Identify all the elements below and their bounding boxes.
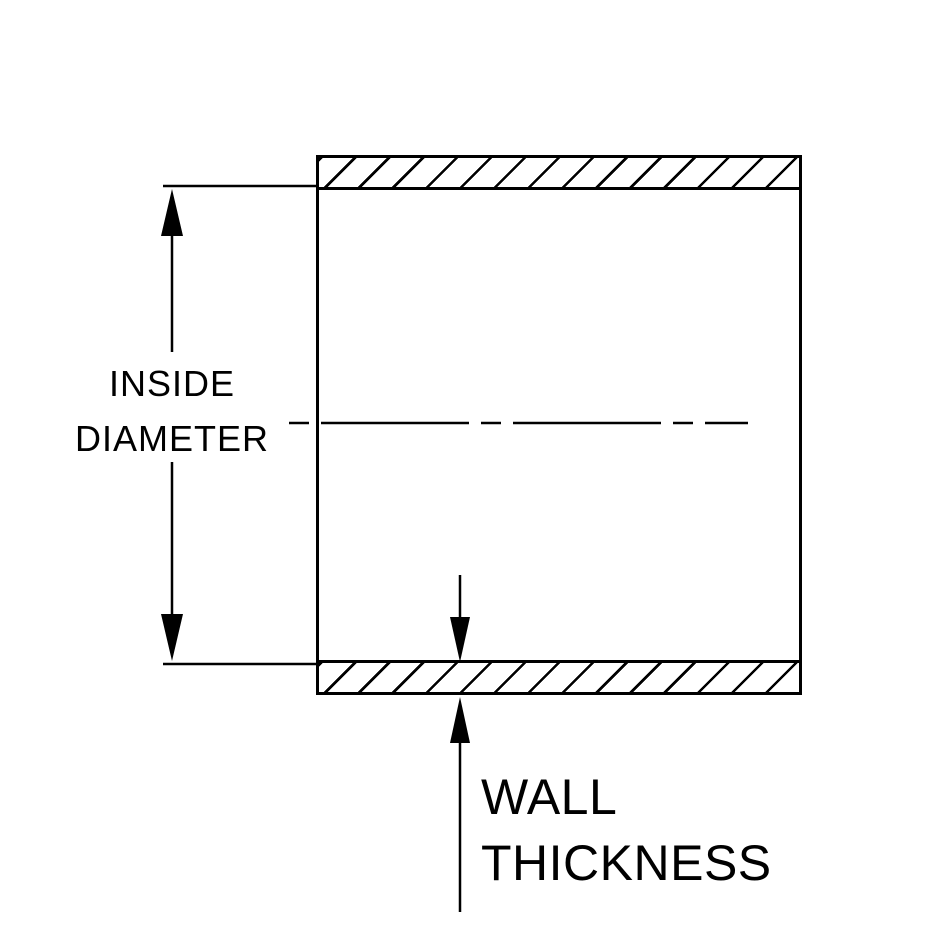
inside-diameter-label-line1: INSIDE bbox=[108, 363, 236, 404]
tube-wall-bottom-hatched bbox=[319, 660, 799, 692]
wall-thickness-label: WALL THICKNESS bbox=[481, 764, 772, 896]
inside-diameter-arrow-down-icon bbox=[161, 614, 183, 661]
inside-diameter-label-line2: DIAMETER bbox=[74, 418, 269, 459]
tube-cross-section bbox=[316, 155, 802, 695]
inside-diameter-arrow-up-icon bbox=[161, 189, 183, 236]
inside-diameter-label: INSIDE DIAMETER bbox=[58, 356, 286, 466]
wall-thickness-label-line1: WALL bbox=[481, 769, 618, 825]
wall-thickness-arrow-up-icon bbox=[450, 697, 470, 743]
tube-wall-top-hatched bbox=[319, 158, 799, 190]
wall-thickness-label-line2: THICKNESS bbox=[481, 835, 772, 891]
